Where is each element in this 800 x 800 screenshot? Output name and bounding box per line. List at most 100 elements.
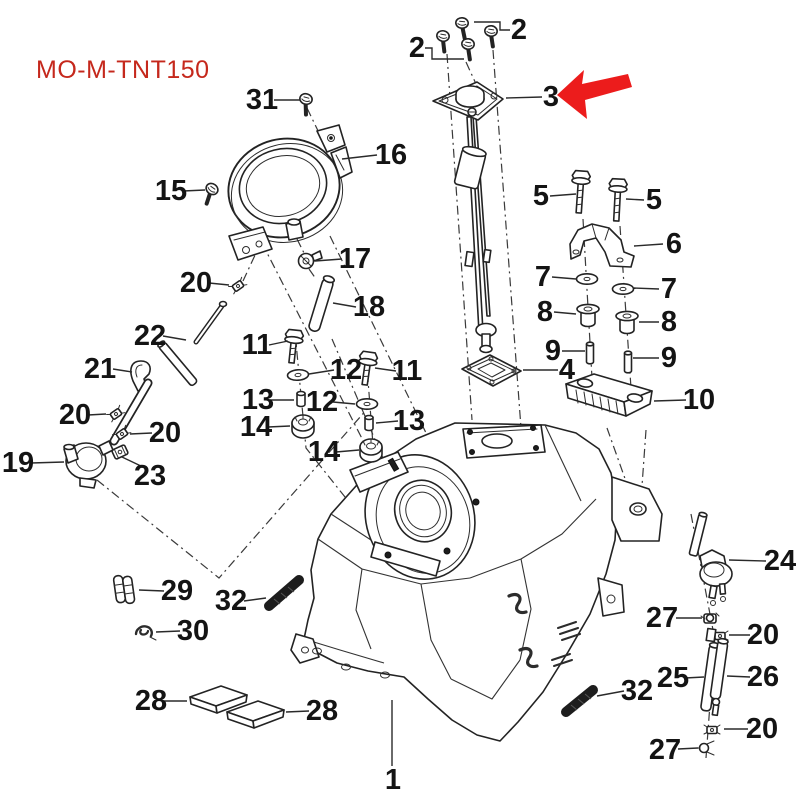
- label-leader-line: [728, 559, 767, 562]
- part-label-2: 2: [409, 32, 425, 64]
- washer-7b: [611, 282, 635, 296]
- part-label-25: 25: [657, 662, 689, 694]
- bracket-6: [569, 223, 635, 268]
- label-leader-line: [653, 399, 687, 402]
- right-petcock-assembly: [688, 511, 733, 756]
- part-label-20: 20: [59, 399, 91, 431]
- part-label-5: 5: [533, 180, 549, 212]
- part-label-8: 8: [661, 306, 677, 338]
- assembly-construction-line: [446, 53, 473, 421]
- label-leader-line: [112, 368, 133, 373]
- part-label-13: 13: [242, 384, 274, 416]
- screw-31: [294, 90, 316, 118]
- highlight-arrow: [557, 70, 632, 119]
- label-leader-line: [425, 47, 464, 60]
- part-label-22: 22: [134, 320, 166, 352]
- sleeve-9a: [585, 341, 595, 365]
- part-label-20: 20: [180, 267, 212, 299]
- tank-filler-neck: [349, 435, 480, 580]
- part-label-16: 16: [375, 139, 407, 171]
- filler-ring-16: [227, 124, 353, 261]
- part-label-19: 19: [2, 447, 34, 479]
- label-leader-line: [551, 276, 577, 280]
- label-leader-line: [553, 311, 577, 315]
- fuel-line-hook: [507, 592, 528, 615]
- screw-2c: [480, 22, 500, 49]
- label-leader-line: [549, 193, 577, 197]
- spacer-13b: [364, 414, 374, 432]
- part-label-24: 24: [764, 545, 796, 577]
- label-leader-line: [129, 432, 153, 435]
- label-leader-line: [30, 461, 65, 464]
- part-label-6: 6: [666, 228, 682, 260]
- part-label-32: 32: [621, 675, 653, 707]
- label-leader-line: [308, 369, 335, 375]
- leader-lines: [30, 21, 767, 766]
- label-leader-line: [87, 413, 107, 416]
- part-label-12: 12: [330, 354, 362, 386]
- label-leader-line: [474, 21, 510, 31]
- part-label-29: 29: [161, 575, 193, 607]
- part-label-26: 26: [747, 661, 779, 693]
- part-label-3: 3: [543, 81, 559, 113]
- label-leader-line: [374, 367, 397, 372]
- diagram-title: MO-M-TNT150: [36, 56, 210, 84]
- label-leader-line: [341, 154, 378, 160]
- assembly-construction-line: [492, 49, 522, 429]
- part-label-8: 8: [537, 296, 553, 328]
- label-leader-line: [162, 335, 187, 341]
- part-label-11: 11: [392, 355, 423, 387]
- exploded-view-artwork: [63, 15, 733, 756]
- part-label-15: 15: [155, 175, 187, 207]
- part-label-23: 23: [134, 460, 166, 492]
- assembly-construction-line: [308, 268, 317, 280]
- part-label-4: 4: [559, 354, 575, 386]
- washer-12b: [355, 397, 379, 411]
- rubber-pads-28: [189, 685, 285, 729]
- nut-14a: [291, 414, 315, 439]
- part-label-14: 14: [240, 411, 272, 443]
- nut-14b: [359, 438, 383, 463]
- label-leader-line: [314, 258, 343, 262]
- clamp-27a: [700, 612, 720, 624]
- part-label-20: 20: [747, 619, 779, 651]
- tank-rear-tab: [597, 577, 625, 617]
- part-label-18: 18: [353, 291, 385, 323]
- tube-18: [308, 275, 336, 332]
- label-leader-line: [285, 710, 310, 713]
- label-leader-line: [633, 287, 660, 290]
- hose-clamp-17: [297, 250, 323, 270]
- label-leader-line: [726, 675, 751, 678]
- label-leader-line: [138, 589, 165, 592]
- label-leader-line: [332, 401, 356, 405]
- assembly-construction-line: [261, 242, 397, 506]
- clip-20e: [703, 724, 721, 735]
- left-petcock-assembly: [63, 276, 248, 489]
- sender-float: [453, 145, 487, 190]
- part-label-13: 13: [393, 405, 425, 437]
- part-label-5: 5: [646, 184, 662, 216]
- spacer-13a: [296, 390, 306, 408]
- label-leader-line: [121, 456, 144, 468]
- part-label-21: 21: [84, 353, 116, 385]
- assembly-construction-line: [582, 218, 593, 379]
- bushing-8b: [615, 310, 639, 335]
- fuel-sender-assembly: [432, 15, 504, 354]
- assembly-construction-line: [329, 235, 449, 479]
- part-label-7: 7: [661, 273, 677, 305]
- screw-15: [196, 179, 223, 207]
- part-label-27: 27: [646, 602, 678, 634]
- petcock-24: [688, 511, 733, 606]
- fuel-line-hook: [518, 646, 539, 669]
- part-label-28: 28: [306, 695, 338, 727]
- retainer-clips-29: [112, 574, 136, 605]
- part-label-32: 32: [215, 585, 247, 617]
- part-label-7: 7: [535, 261, 551, 293]
- clip-23: [111, 444, 129, 460]
- sender-plate-3: [432, 81, 504, 121]
- fuel-valve-19: [63, 440, 114, 489]
- label-leader-line: [625, 198, 645, 201]
